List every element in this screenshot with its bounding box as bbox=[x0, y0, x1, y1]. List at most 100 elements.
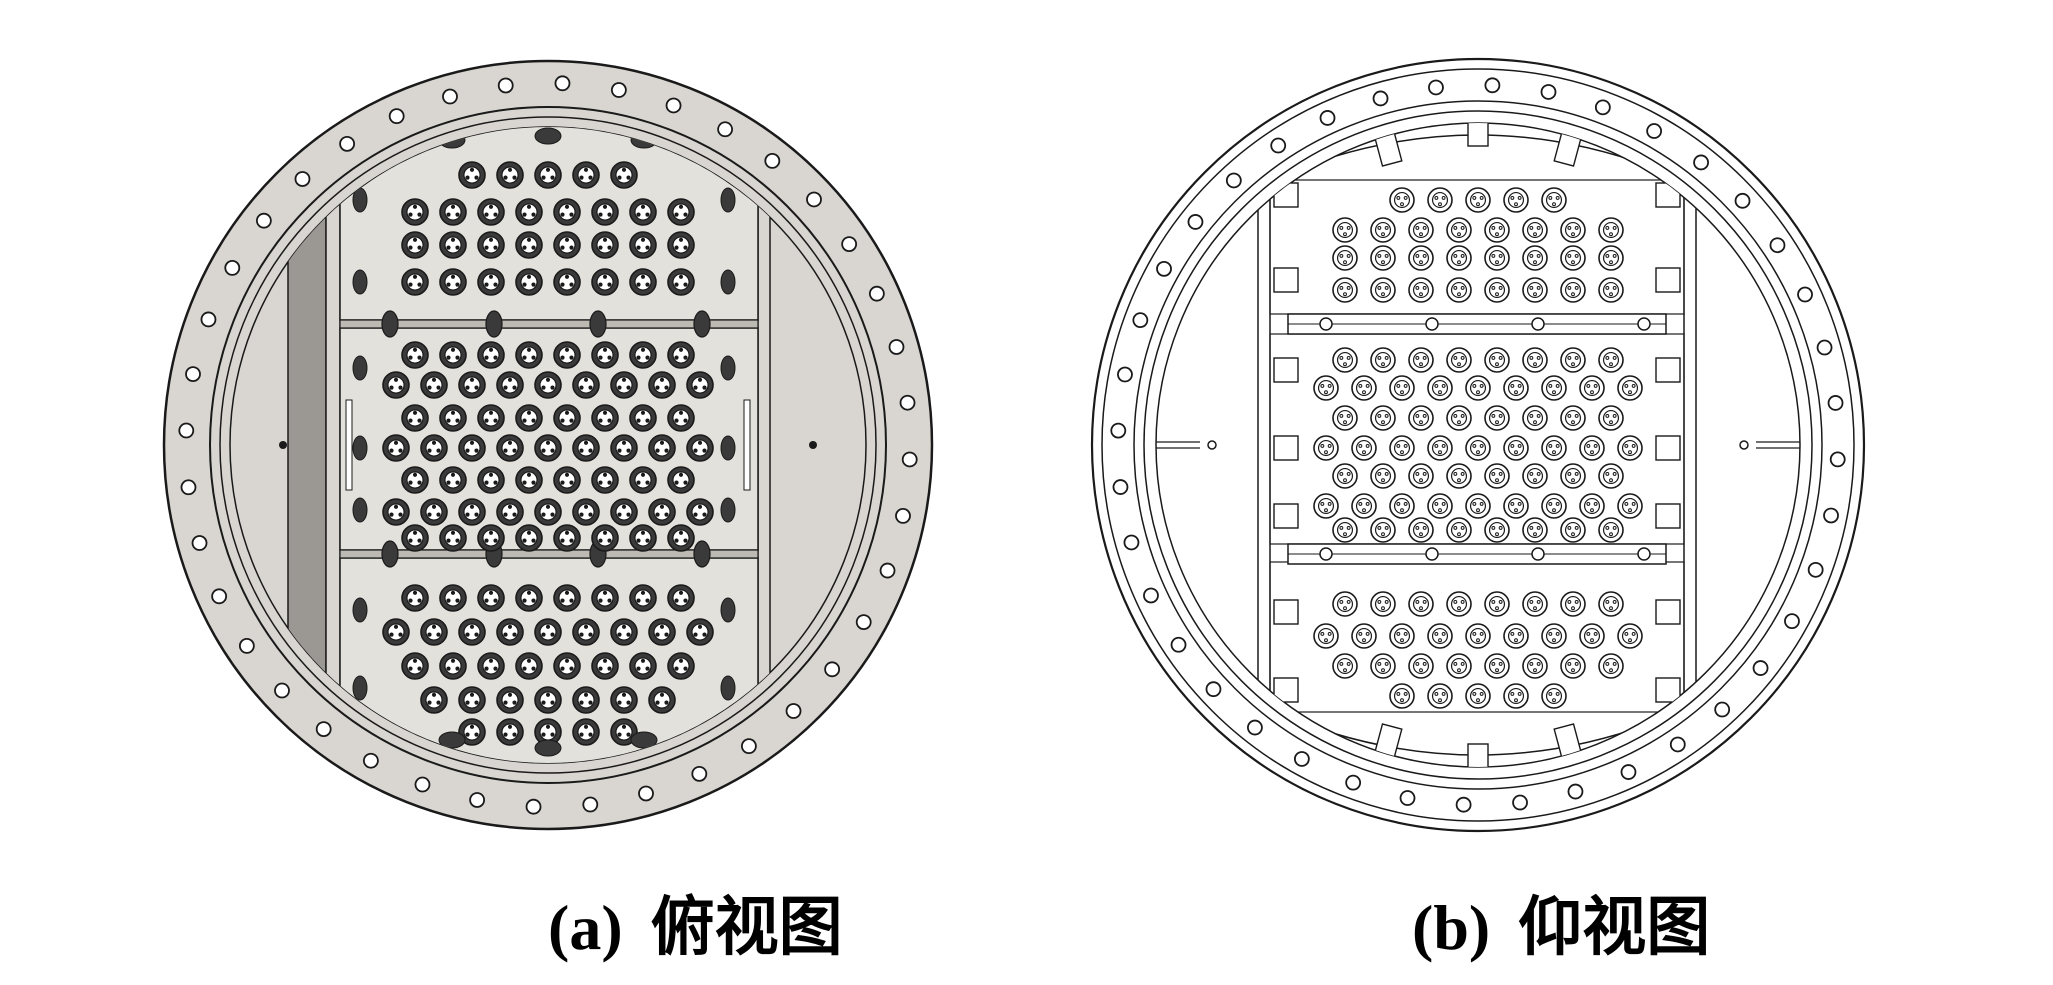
valve-icon bbox=[1579, 493, 1605, 519]
clamp-icon bbox=[1637, 317, 1651, 331]
valve-icon bbox=[1598, 217, 1624, 243]
bolt-hole-icon bbox=[1807, 561, 1824, 578]
valve-icon bbox=[1408, 405, 1434, 431]
valve-icon bbox=[686, 371, 714, 399]
valve-icon bbox=[515, 341, 543, 369]
bolt-hole-icon bbox=[469, 792, 486, 808]
valve-icon bbox=[629, 584, 657, 612]
bolt-hole-icon bbox=[294, 171, 311, 187]
valve-icon bbox=[1370, 217, 1396, 243]
caption-a-tag: (a) bbox=[548, 892, 623, 963]
valve-icon bbox=[572, 686, 600, 714]
valve-icon bbox=[458, 371, 486, 399]
valve-icon bbox=[1522, 463, 1548, 489]
valve-icon bbox=[477, 466, 505, 494]
valve-icon bbox=[1598, 517, 1624, 543]
valve-icon bbox=[1370, 405, 1396, 431]
bolt-hole-icon bbox=[178, 422, 195, 439]
valve-icon bbox=[1446, 277, 1472, 303]
valve-icon bbox=[496, 718, 524, 746]
valve-icon bbox=[1522, 217, 1548, 243]
valve-icon bbox=[1332, 517, 1358, 543]
valve-icon bbox=[1408, 277, 1434, 303]
bolt-hole-icon bbox=[740, 738, 757, 755]
bolt-hole-icon bbox=[1132, 312, 1149, 329]
valve-icon bbox=[439, 584, 467, 612]
valve-icon bbox=[686, 618, 714, 646]
side-slot bbox=[345, 399, 353, 491]
valve-icon bbox=[648, 434, 676, 462]
panel-divider bbox=[339, 319, 759, 329]
valve-icon bbox=[1503, 683, 1529, 709]
valve-icon bbox=[1484, 517, 1510, 543]
edge-cap-icon bbox=[352, 497, 368, 523]
bracket-icon bbox=[1273, 599, 1299, 625]
valve-icon bbox=[439, 524, 467, 552]
valve-icon bbox=[439, 198, 467, 226]
valve-icon bbox=[572, 161, 600, 189]
valve-icon bbox=[1332, 653, 1358, 679]
valve-icon bbox=[1370, 347, 1396, 373]
valve-icon bbox=[1503, 435, 1529, 461]
valve-icon bbox=[1579, 623, 1605, 649]
bolt-hole-icon bbox=[1247, 719, 1263, 736]
bolt-hole-icon bbox=[525, 798, 542, 815]
valve-icon bbox=[1332, 217, 1358, 243]
valve-icon bbox=[1427, 375, 1453, 401]
valve-icon bbox=[420, 618, 448, 646]
valve-icon bbox=[515, 268, 543, 296]
caption-b-label: 仰视图 bbox=[1518, 891, 1711, 965]
center-pin bbox=[279, 441, 287, 449]
valve-icon bbox=[1427, 187, 1453, 213]
valve-icon bbox=[458, 498, 486, 526]
valve-icon bbox=[1560, 245, 1586, 271]
valve-icon bbox=[401, 466, 429, 494]
valve-icon bbox=[629, 341, 657, 369]
valve-icon bbox=[553, 404, 581, 432]
bolt-hole-icon bbox=[1143, 587, 1159, 604]
valve-icon bbox=[1389, 375, 1415, 401]
bolt-hole-icon bbox=[1428, 79, 1444, 96]
support-beam bbox=[325, 127, 341, 763]
clamp-icon bbox=[693, 540, 711, 568]
valve-icon bbox=[1617, 623, 1643, 649]
valve-icon bbox=[1427, 435, 1453, 461]
valve-icon bbox=[1408, 245, 1434, 271]
valve-icon bbox=[1541, 435, 1567, 461]
valve-icon bbox=[534, 718, 562, 746]
center-pin bbox=[809, 441, 817, 449]
valve-icon bbox=[1484, 463, 1510, 489]
valve-icon bbox=[553, 268, 581, 296]
valve-icon bbox=[629, 268, 657, 296]
bracket-icon bbox=[1467, 123, 1489, 147]
valve-icon bbox=[1465, 375, 1491, 401]
valve-icon bbox=[496, 618, 524, 646]
valve-icon bbox=[477, 404, 505, 432]
valve-icon bbox=[534, 434, 562, 462]
valve-icon bbox=[477, 268, 505, 296]
valve-icon bbox=[1370, 653, 1396, 679]
valve-icon bbox=[1313, 493, 1339, 519]
valve-icon bbox=[667, 652, 695, 680]
valve-icon bbox=[496, 498, 524, 526]
valve-icon bbox=[1408, 463, 1434, 489]
bolt-hole-icon bbox=[1784, 613, 1800, 630]
valve-icon bbox=[667, 524, 695, 552]
valve-icon bbox=[667, 404, 695, 432]
valve-icon bbox=[1351, 375, 1377, 401]
bolt-hole-icon bbox=[1156, 260, 1172, 277]
valve-icon bbox=[1408, 517, 1434, 543]
valve-icon bbox=[401, 584, 429, 612]
bolt-hole-icon bbox=[1170, 636, 1187, 653]
bracket-icon bbox=[1273, 357, 1299, 383]
edge-cap-icon bbox=[352, 435, 368, 461]
valve-icon bbox=[458, 618, 486, 646]
valve-icon bbox=[629, 404, 657, 432]
valve-icon bbox=[1446, 591, 1472, 617]
valve-icon bbox=[477, 524, 505, 552]
valve-icon bbox=[1332, 245, 1358, 271]
valve-icon bbox=[1408, 591, 1434, 617]
valve-icon bbox=[686, 498, 714, 526]
bolt-hole-icon bbox=[665, 97, 682, 114]
bolt-hole-icon bbox=[785, 703, 802, 719]
